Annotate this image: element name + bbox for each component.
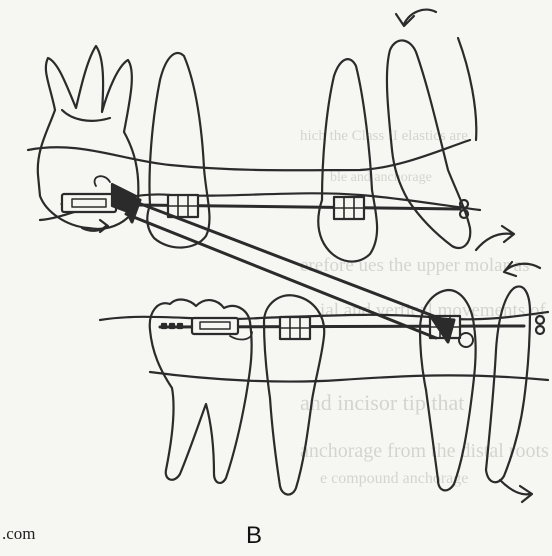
movement-arrow (476, 226, 514, 250)
movement-arrow (500, 480, 532, 502)
upper-canine-bracket (334, 197, 364, 219)
lower-wire-end-stop (536, 316, 544, 334)
panel-label: B (246, 522, 262, 550)
upper-premolar-bracket (168, 195, 198, 217)
movement-arrow (396, 10, 436, 26)
lower-premolar-bracket (280, 317, 310, 339)
upper-lip-outline (458, 38, 476, 140)
elastic-hook (459, 333, 473, 347)
upper-canine (318, 59, 377, 261)
movement-arrow (82, 220, 108, 232)
orthodontic-appliance-diagram (0, 0, 552, 520)
movement-arrow (504, 262, 540, 276)
lower-molar-tube (162, 318, 252, 339)
watermark-text: .com (2, 524, 36, 544)
